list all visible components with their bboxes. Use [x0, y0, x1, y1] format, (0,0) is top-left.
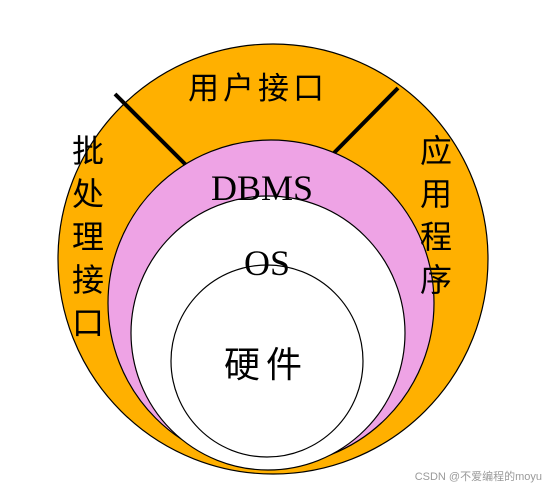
batch-interface-char: 理	[72, 218, 104, 256]
batch-interface-label: 批 处 理 接 口	[72, 132, 104, 342]
dbms-label: DBMS	[211, 168, 313, 208]
hardware-label: 硬件	[224, 345, 308, 386]
divider-line-left	[113, 92, 188, 167]
watermark: CSDN @不爱编程的moyu	[414, 471, 542, 483]
application-char: 用	[420, 175, 452, 213]
user-interface-label: 用户接口	[188, 71, 328, 107]
batch-interface-char: 口	[72, 304, 104, 342]
application-char: 程	[420, 218, 452, 256]
batch-interface-char: 处	[72, 175, 104, 213]
application-label: 应 用 程 序	[420, 132, 452, 299]
os-label: OS	[244, 243, 290, 283]
batch-interface-char: 接	[72, 261, 104, 299]
application-char: 应	[420, 132, 452, 170]
hardware-circle	[170, 264, 364, 458]
divider-line-right	[328, 86, 400, 159]
batch-interface-char: 批	[72, 132, 104, 170]
application-char: 序	[420, 261, 452, 299]
